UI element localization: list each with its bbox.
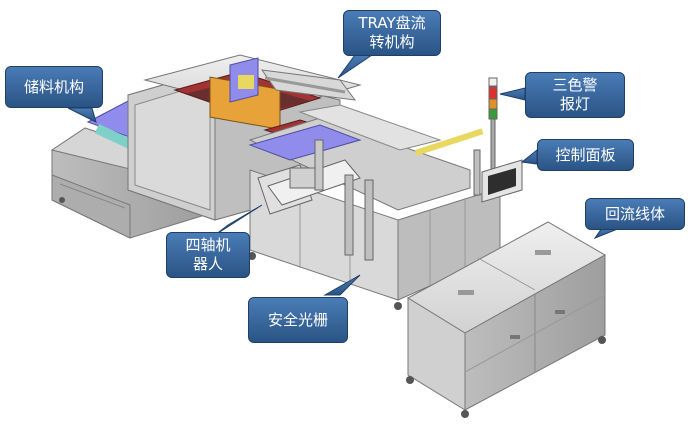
callout-return-line: 回流线体 bbox=[585, 198, 685, 230]
callout-light-curtain: 安全光栅 bbox=[248, 297, 348, 343]
callout-warning-light: 三色警 报灯 bbox=[525, 72, 625, 118]
callout-storage: 储料机构 bbox=[5, 66, 103, 108]
light-green bbox=[488, 108, 498, 120]
tri-color-light bbox=[473, 77, 498, 196]
light-orange bbox=[488, 98, 498, 110]
callout-tray-flow: TRAY盘流 转机构 bbox=[343, 10, 441, 56]
callout-pointers bbox=[67, 54, 621, 296]
callout-robot: 四轴机 器人 bbox=[166, 232, 250, 278]
return-line bbox=[406, 221, 607, 418]
control-panel-unit bbox=[481, 159, 523, 203]
light-white bbox=[488, 77, 498, 87]
light-red bbox=[488, 86, 498, 100]
callout-control-panel: 控制面板 bbox=[537, 139, 634, 171]
scara-robot bbox=[257, 139, 374, 261]
